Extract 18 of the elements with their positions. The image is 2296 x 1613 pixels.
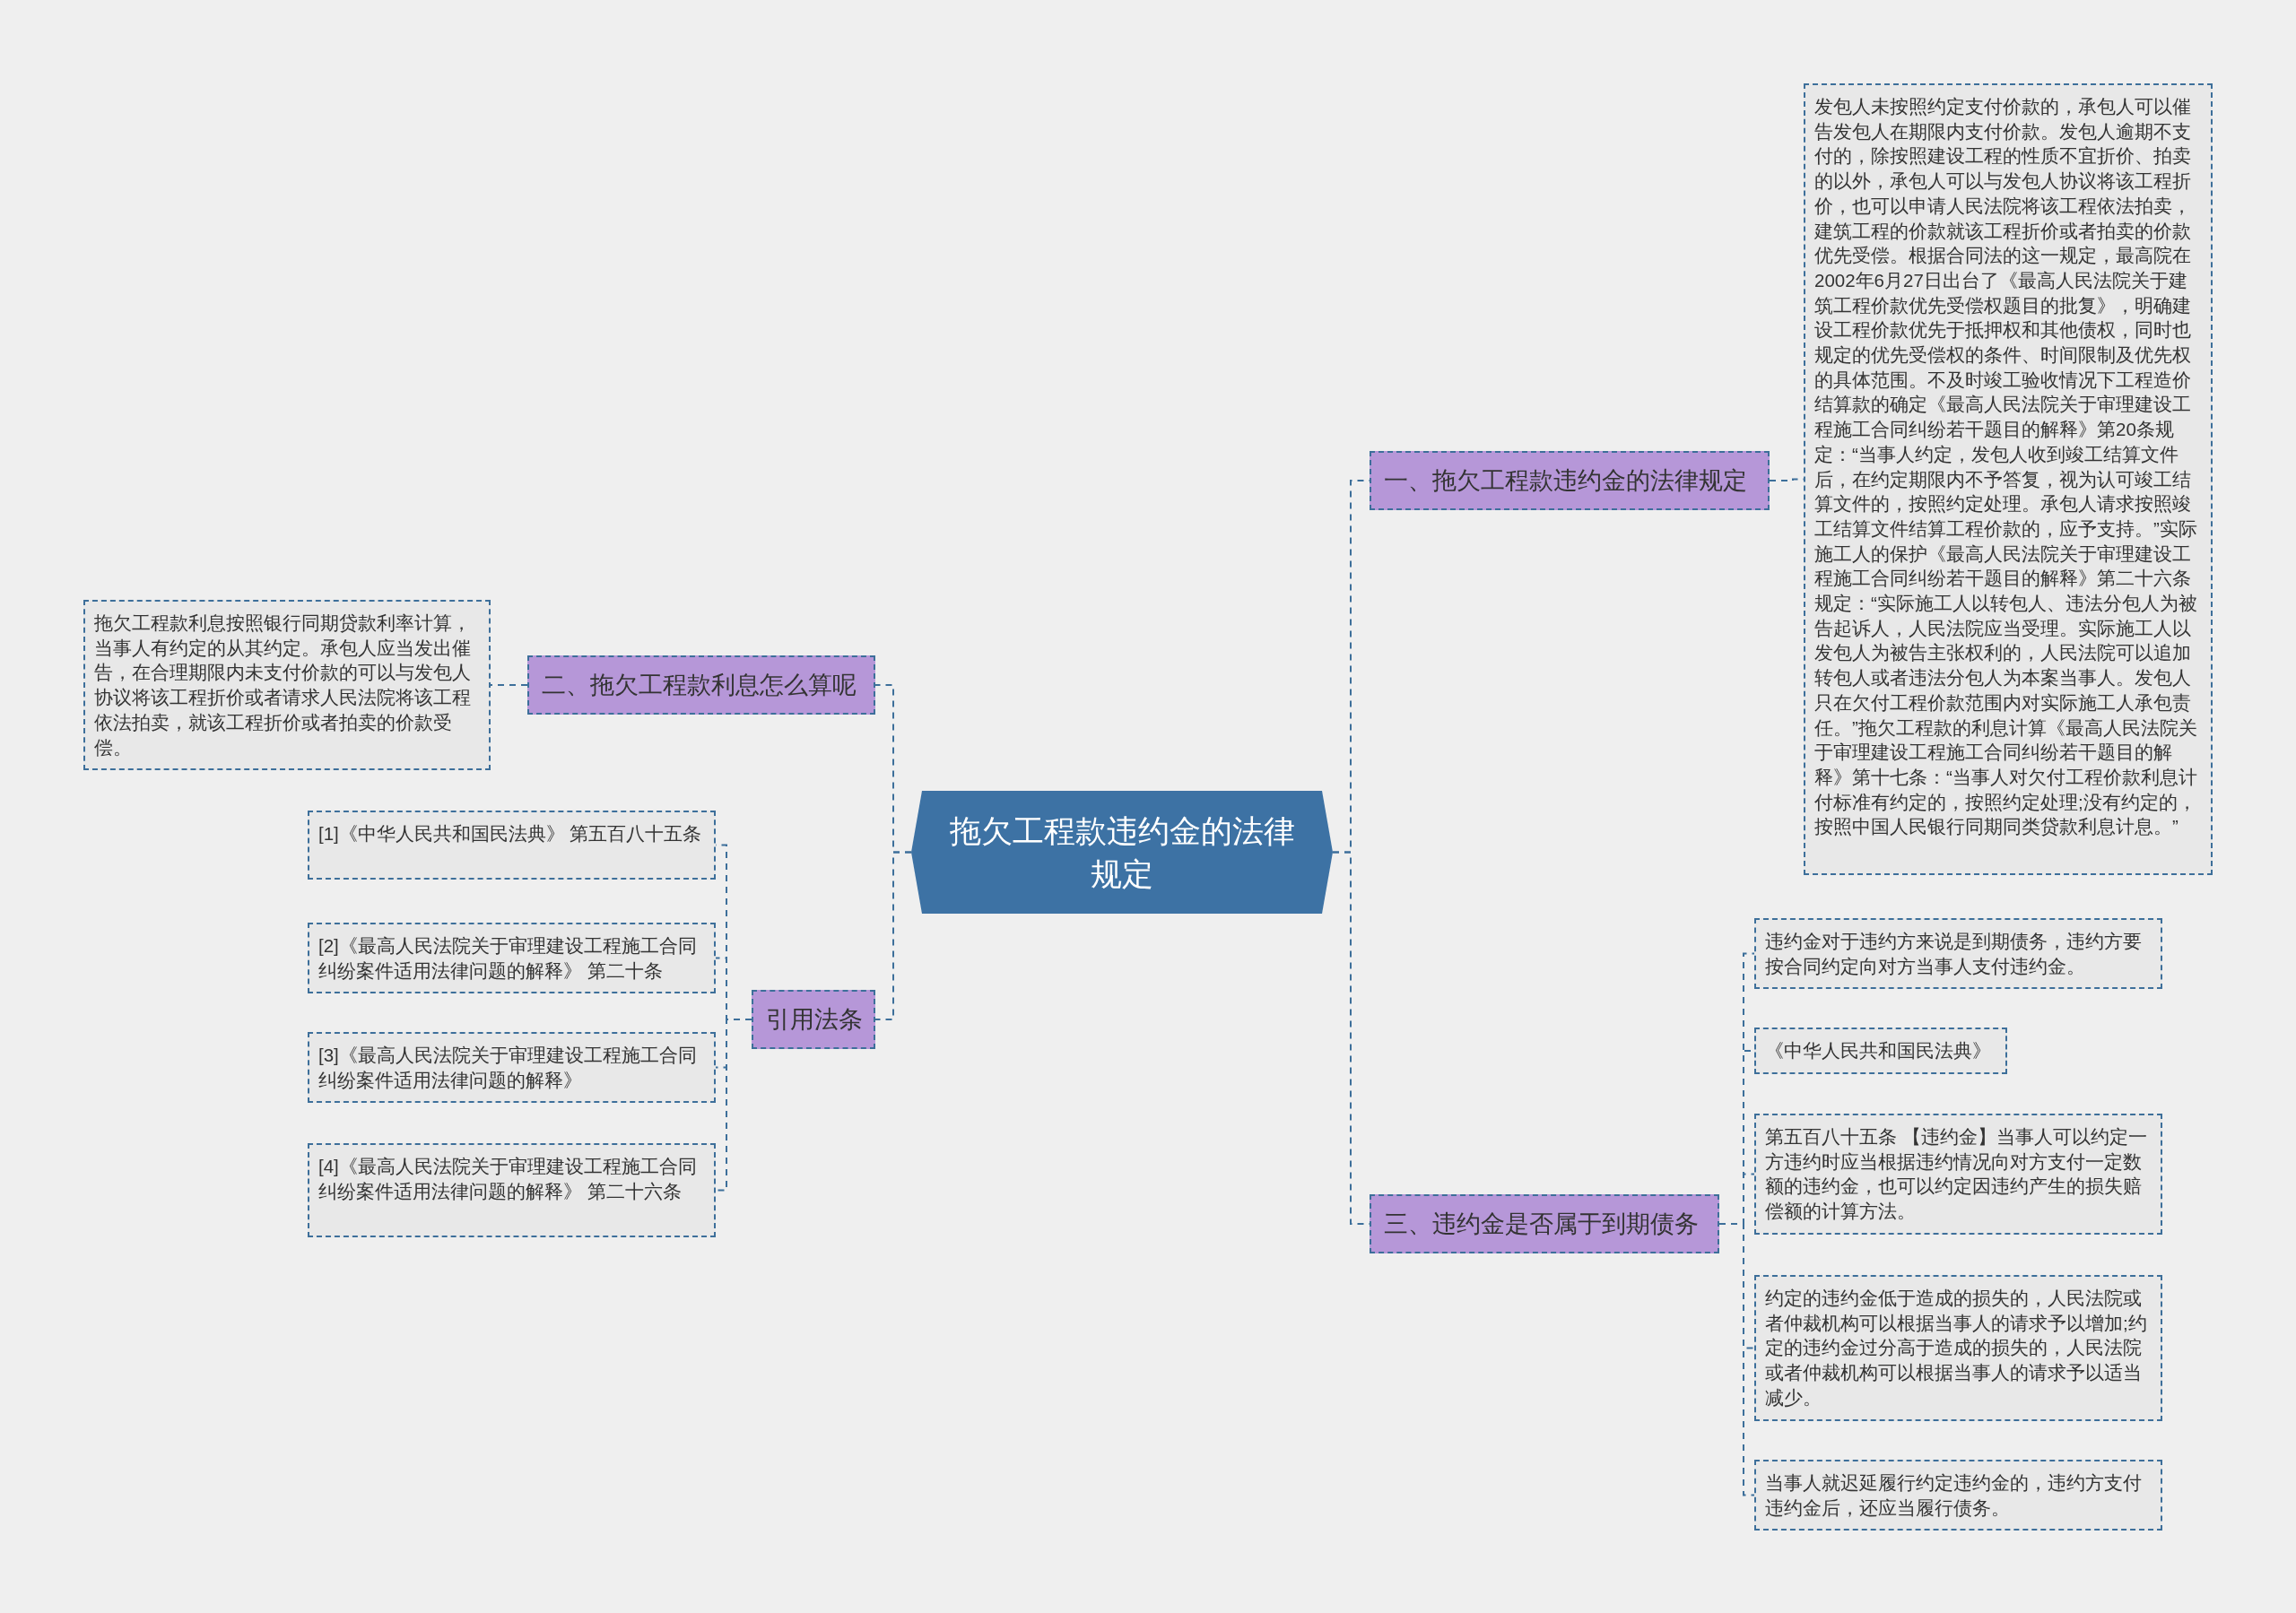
note-box: [3]《最高人民法院关于审理建设工程施工合同纠纷案件适用法律问题的解释》 (308, 1032, 716, 1104)
note-box: [4]《最高人民法院关于审理建设工程施工合同纠纷案件适用法律问题的解释》 第二十六条 (308, 1143, 716, 1237)
connector-line (1718, 1223, 1755, 1496)
branch-box: 三、违约金是否属于到期债务 (1370, 1194, 1719, 1253)
connector-line (874, 851, 912, 1020)
note-box: 第五百八十五条 【违约金】当事人可以约定一方违约时应当根据违约情况向对方支付一定数额的违约金，也可以约定因违约产生的损失赔偿额的计算方法。 (1754, 1114, 2162, 1235)
note-box: 当事人就迟延履行约定违约金的，违约方支付违约金后，还应当履行债务。 (1754, 1460, 2162, 1531)
note-box: 拖欠工程款利息按照银行同期贷款利率计算，当事人有约定的从其约定。承包人应当发出催告，在合理期限内未支付价款的可以与发包人协议将该工程折价或者请求人民法院将该工程依法拍卖，就该工程折价或者拍卖的价款受偿。 (83, 600, 491, 771)
note-box: [2]《最高人民法院关于审理建设工程施工合同纠纷案件适用法律问题的解释》 第二十条 (308, 923, 716, 994)
branch-box: 一、拖欠工程款违约金的法律规定 (1370, 451, 1770, 510)
branch-box: 引用法条 (752, 990, 875, 1049)
branch-box: 二、拖欠工程款利息怎么算呢 (527, 655, 875, 715)
note-box: 违约金对于违约方来说是到期债务，违约方要按合同约定向对方当事人支付违约金。 (1754, 918, 2162, 990)
connector-line (490, 684, 528, 686)
note-box: 发包人未按照约定支付价款的，承包人可以催告发包人在期限内支付价款。发包人逾期不支付的，除按照建设工程的性质不宜折价、拍卖的以外，承包人可以与发包人协议将该工程折价，也可以申请人民法院将该工程依法拍卖，建筑工程的价款就该工程折价或者拍卖的价款优先受偿。根据合同法的这一规定，最高院在2002年6月27日出台了《最高人民法院关于建筑工程价款优先受偿权题目的批复》，明确建设工程价款优先于抵押权和其他债权，同时也规定的优先受偿权的条件、时间限制及优先权的具体范围。不及时竣工验收情况下工程造价结算款的确定《最高人民法院关于审理建设工程施工合同纠纷若干题目的解释》第20条规定：“当事人约定，发包人收到竣工结算文件后，在约定期限内不予答复，视为认可竣工结算文件的，按照约定处理。承包人请求按照竣工结算文件结算工程价款的，应予支持。”实际施工人的保护《最高人民法院关于审理建设工程施工合同纠纷若干题目的解释》第二十六条规定：“实际施工人以转包人、违法分包人为被告起诉人，人民法院应当受理。实际施工人以发包人为被告主张权利的，人民法院可以追加转包人或者违法分包人为本案当事人。发包人只在欠付工程价款范围内对实际施工人承包责任。”拖欠工程款的利息计算《最高人民法院关于审理建设工程施工合同纠纷若干题目的解释》第十七条：“当事人对欠付工程价款利息计付标准有约定的，按照约定处理;没有约定的，按照中国人民银行同期同类贷款利息计息。” (1804, 83, 2213, 875)
note-box: 约定的违约金低于造成的损失的，人民法院或者仲裁机构可以根据当事人的请求予以增加;约定的违约金过分高于造成的损失的，人民法院或者仲裁机构可以根据当事人的请求予以适当减少。 (1754, 1275, 2162, 1421)
note-box: [1]《中华人民共和国民法典》 第五百八十五条 (308, 811, 716, 880)
note-box: 《中华人民共和国民法典》 (1754, 1028, 2007, 1074)
